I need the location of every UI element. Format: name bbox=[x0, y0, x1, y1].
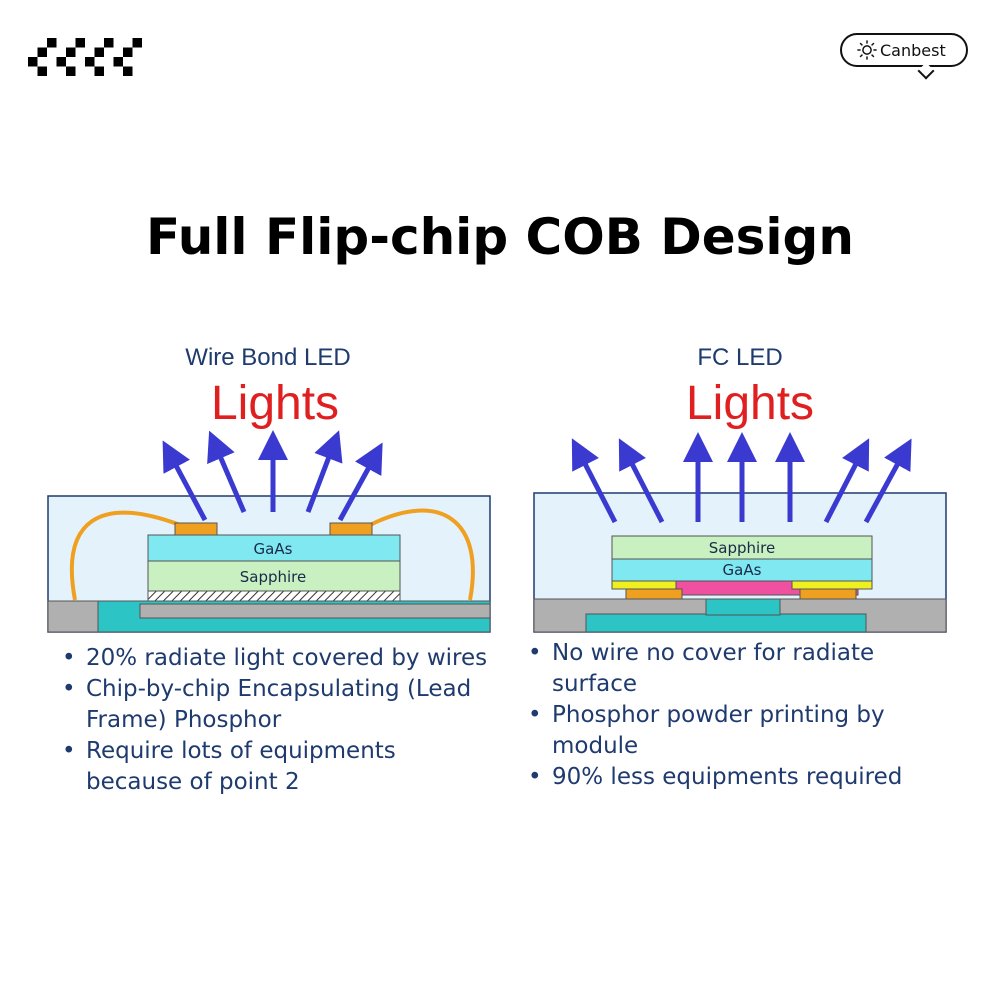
sun-icon bbox=[857, 40, 877, 60]
fc-gaas-text: GaAs bbox=[723, 561, 762, 579]
fc-led-bullet-list: No wire no cover for radiate surface Pho… bbox=[522, 638, 962, 793]
wire-bond-bullet-list: 20% radiate light covered by wires Chip-… bbox=[56, 643, 496, 798]
fc-light-arrows bbox=[571, 432, 912, 524]
list-item: 20% radiate light covered by wires bbox=[56, 643, 496, 674]
left-bond-wire bbox=[69, 510, 181, 601]
fc-sapphire-text: Sapphire bbox=[709, 539, 776, 557]
wire-bond-label: Wire Bond LED bbox=[185, 344, 351, 371]
list-item: Chip-by-chip Encapsulating (Lead Frame) … bbox=[56, 674, 496, 736]
fc-right-pad bbox=[799, 588, 857, 600]
wire-bond-adhesive bbox=[147, 590, 401, 602]
list-item: No wire no cover for radiate surface bbox=[522, 638, 962, 700]
fc-right-contact bbox=[791, 580, 873, 590]
canbest-logo: Canbest bbox=[840, 33, 968, 80]
checker-pattern-logo bbox=[28, 38, 142, 76]
wire-bond-lead-left bbox=[47, 600, 99, 633]
list-item: 90% less equipments required bbox=[522, 762, 962, 793]
wire-bond-sapphire-text: Sapphire bbox=[240, 568, 307, 586]
fc-led-lights-label: Lights bbox=[685, 377, 815, 430]
wire-bond-diagram: GaAs Sapphire bbox=[47, 430, 491, 633]
wire-bond-gaas-text: GaAs bbox=[254, 540, 293, 558]
fc-substrate bbox=[585, 613, 867, 633]
fc-led-label: FC LED bbox=[697, 344, 783, 371]
fc-via bbox=[705, 598, 781, 616]
fc-left-pad bbox=[625, 588, 683, 600]
right-bond-wire bbox=[369, 508, 475, 601]
page-title: Full Flip-chip COB Design bbox=[146, 208, 854, 266]
list-item: Phosphor powder printing by module bbox=[522, 700, 962, 762]
fc-led-diagram: Sapphire GaAs bbox=[533, 432, 947, 633]
right-bond-pad bbox=[329, 522, 373, 536]
wire-bond-gaas-layer bbox=[147, 534, 401, 562]
fc-left-contact bbox=[611, 580, 677, 590]
list-item: Require lots of equipments because of po… bbox=[56, 736, 496, 798]
wire-bond-sapphire-layer bbox=[147, 560, 401, 592]
left-bond-pad bbox=[174, 522, 218, 536]
wire-bond-lights-label: Lights bbox=[210, 377, 340, 430]
wire-bond-light-arrows bbox=[162, 430, 383, 522]
wire-bond-lead-right bbox=[139, 603, 491, 619]
logo-text: Canbest bbox=[880, 40, 946, 60]
